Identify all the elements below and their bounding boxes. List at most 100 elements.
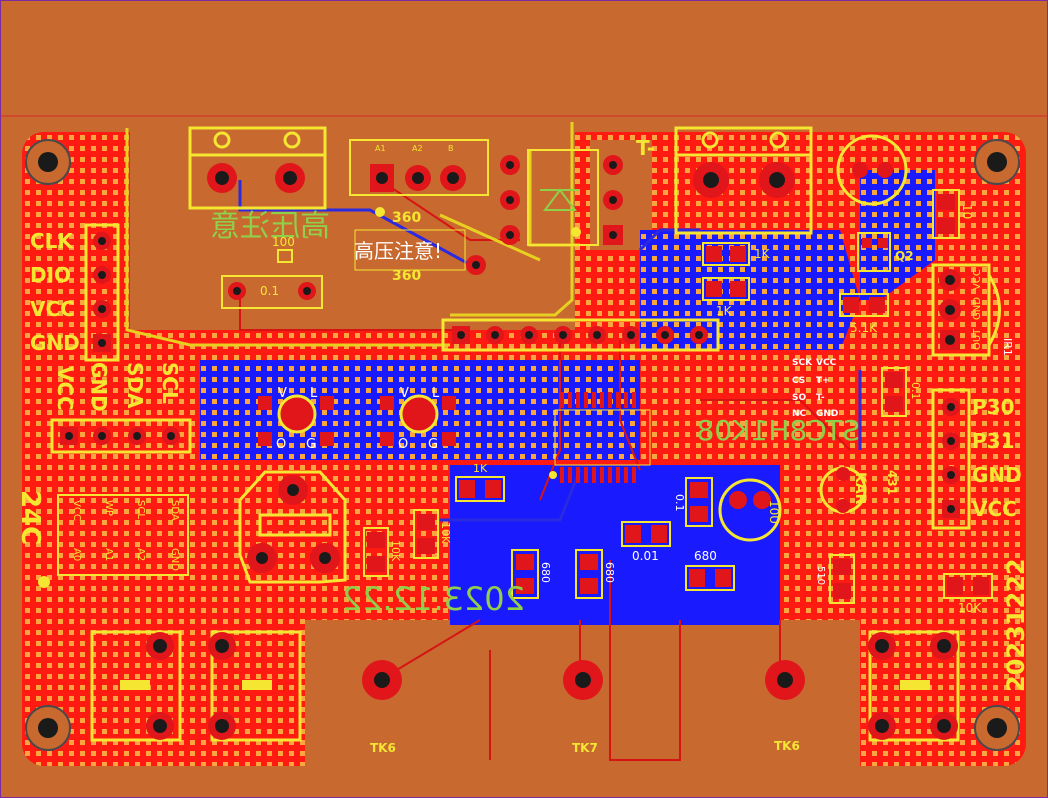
led-a: V L O G bbox=[258, 386, 334, 452]
r-51k-label: 5.1K bbox=[850, 321, 878, 335]
eeprom-pin-a0: A0 bbox=[71, 548, 82, 561]
warning-text: 高压注意! bbox=[354, 239, 442, 263]
ir-pin-out: OUT bbox=[972, 328, 983, 350]
eeprom-pin-vcc: VCC bbox=[71, 500, 82, 521]
date-vertical: 20231222 bbox=[1002, 558, 1030, 692]
ir-pin-gnd: GND bbox=[972, 297, 983, 320]
spi-labels: SCK VCC CS T+ SO T- NC GND bbox=[792, 358, 838, 419]
r-360-bottom-label: 360 bbox=[392, 268, 421, 284]
spi-nc: NC bbox=[792, 409, 807, 419]
spi-tminus: T- bbox=[816, 393, 825, 403]
buttons-bottom bbox=[90, 630, 960, 742]
r-680-c-label: 680 bbox=[694, 549, 717, 563]
q2-area: Q2 5.1K 10 bbox=[836, 134, 974, 335]
header-i2c: VCC GND SDA SCL bbox=[50, 362, 192, 454]
spi-cs: CS bbox=[792, 376, 805, 386]
led-b-o: O bbox=[398, 437, 408, 452]
terminal-block-left: 高压注意 bbox=[188, 126, 330, 244]
triac-block: A1 A2 B 360 高压注意! 360 bbox=[349, 139, 623, 284]
touch-label-2: TK7 bbox=[572, 741, 598, 755]
header-right-p31: P31 bbox=[972, 429, 1015, 453]
touch-label-3: TK6 bbox=[774, 739, 800, 753]
traces-bottom bbox=[238, 180, 862, 522]
ir-label: IR1 bbox=[1001, 338, 1014, 356]
spi-vcc: VCC bbox=[816, 358, 837, 368]
v431-label: 431 bbox=[885, 470, 899, 495]
r-10k-b-label: 10K bbox=[439, 522, 452, 544]
ir-pin-vcc: VCC bbox=[972, 269, 983, 290]
eeprom-pin-scl: SCL bbox=[135, 500, 146, 519]
header-right-p30: P30 bbox=[972, 395, 1015, 419]
r-1k-a-label: 1K bbox=[754, 247, 771, 261]
relay-pin-b: B bbox=[448, 144, 454, 153]
led-a-l: L bbox=[310, 386, 318, 401]
led-b: V L O G bbox=[380, 386, 456, 452]
capacitors-mid: 0.1 0.01 10U bbox=[621, 477, 782, 563]
led-a-v: V bbox=[278, 386, 287, 401]
eeprom-pin-wp: WP bbox=[103, 500, 114, 516]
r-510-label: 510 bbox=[815, 566, 826, 585]
header-right: P30 P31 GND VCC bbox=[931, 388, 1022, 530]
relay-pin-a2: A2 bbox=[412, 144, 423, 153]
right-column-parts: 0.1 KAR 431 510 10K 20231222 bbox=[815, 367, 1030, 692]
rotary-encoder bbox=[238, 470, 347, 584]
i2c-scl: SCL bbox=[158, 362, 182, 404]
eeprom-pin-a1: A1 bbox=[103, 548, 114, 561]
header-left: CLK DIO VCC GND bbox=[30, 223, 120, 362]
header-left-clk: CLK bbox=[30, 229, 74, 253]
spi-sck: SCK bbox=[792, 358, 813, 368]
touch-pads: TK6 TK7 TK6 bbox=[362, 660, 805, 755]
header-right-vcc: VCC bbox=[972, 497, 1017, 521]
led-a-o: O bbox=[276, 437, 286, 452]
date-mirror-label: 2023.12.22 bbox=[342, 580, 525, 618]
r-10k-a-label: 10K bbox=[389, 540, 402, 562]
eeprom-label: 24C bbox=[15, 490, 45, 545]
r-680-b-label: 680 bbox=[603, 562, 616, 583]
button-3 bbox=[868, 630, 960, 742]
mcu: STC8H1K08 bbox=[549, 392, 860, 483]
spi-tplus: T+ bbox=[816, 376, 830, 386]
header-left-dio: DIO bbox=[30, 263, 71, 287]
eeprom-24c: 24C VCC WP SCL SDA A0 A1 A2 GND bbox=[15, 490, 189, 588]
ir-receiver: OUT GND VCC IR1 bbox=[931, 263, 1014, 357]
resistors-10k: 10K 10K bbox=[363, 509, 452, 577]
eeprom-pin-sda: SDA bbox=[169, 500, 180, 521]
relay-pin-a1: A1 bbox=[375, 144, 386, 153]
c-01-right-label: 0.1 bbox=[909, 382, 922, 400]
resistors-top-mid: 1K 1K bbox=[702, 242, 771, 318]
led-b-v: V bbox=[400, 386, 409, 401]
kar-label: KAR bbox=[852, 472, 868, 505]
mounting-holes bbox=[25, 139, 1020, 751]
r-1k-c-label: 1K bbox=[473, 462, 488, 475]
i2c-gnd: GND bbox=[87, 362, 111, 412]
c-01-mid-label: 0.1 bbox=[673, 494, 686, 512]
c-001-label: 0.01 bbox=[632, 549, 659, 563]
q2-label: Q2 bbox=[895, 249, 914, 263]
warning-mirror-text: 高压注意 bbox=[210, 209, 330, 244]
c-10-label: 10 bbox=[960, 204, 974, 219]
led-b-l: L bbox=[432, 386, 440, 401]
i2c-vcc: VCC bbox=[53, 366, 77, 411]
eeprom-pin-gnd: GND bbox=[169, 548, 180, 571]
mcu-mirror-label: STC8H1K08 bbox=[697, 414, 860, 447]
r-680-a-label: 680 bbox=[539, 562, 552, 583]
r-1k-b-label: 1K bbox=[716, 304, 733, 318]
header-left-vcc: VCC bbox=[30, 297, 75, 321]
terminal-block-right: T- bbox=[636, 126, 813, 235]
t-minus-label: T- bbox=[636, 136, 655, 160]
eeprom-pin-a2: A2 bbox=[135, 548, 146, 561]
led-a-g: G bbox=[306, 437, 316, 452]
r-10k-right-label: 10K bbox=[958, 601, 982, 615]
header-middle bbox=[441, 318, 720, 352]
button-2 bbox=[208, 630, 302, 742]
passives-top-left: 100 0.1 bbox=[221, 235, 323, 309]
r-100-label: 100 bbox=[272, 235, 295, 249]
r-360-top-label: 360 bbox=[392, 210, 421, 226]
resistors-680: 680 680 680 bbox=[511, 549, 735, 599]
spi-gnd: GND bbox=[816, 409, 838, 419]
resistor-1k-c: 1K bbox=[455, 462, 505, 502]
i2c-sda: SDA bbox=[123, 362, 147, 409]
c-01-top-label: 0.1 bbox=[260, 284, 279, 298]
led-b-g: G bbox=[428, 437, 438, 452]
